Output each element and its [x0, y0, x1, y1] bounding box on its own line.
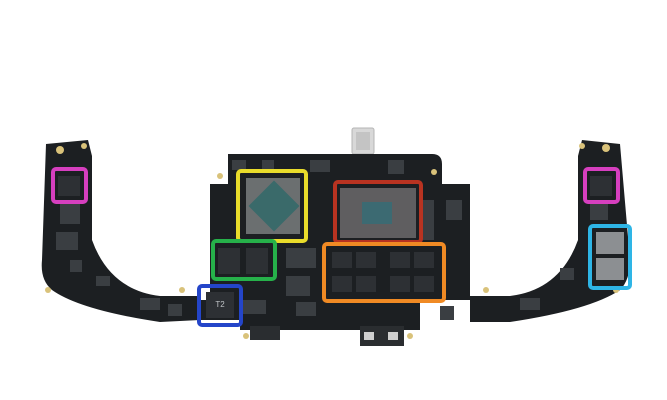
chip-gpu-yellow	[236, 169, 308, 243]
chip-ram-orange	[322, 242, 446, 303]
chip-right-magenta	[583, 167, 620, 204]
top-flex-connector	[351, 127, 375, 155]
chip-cpu-red	[333, 180, 423, 244]
chip-left-magenta	[51, 167, 88, 204]
chip-vram-green	[211, 239, 277, 281]
chip-t2-marking: T2	[215, 300, 225, 309]
board-components	[56, 160, 608, 320]
board-left-arm	[41, 140, 200, 322]
chip-t2-blue: T2	[197, 284, 243, 327]
chip-storage-cyan	[588, 224, 632, 290]
bottom-connectors	[250, 326, 404, 346]
